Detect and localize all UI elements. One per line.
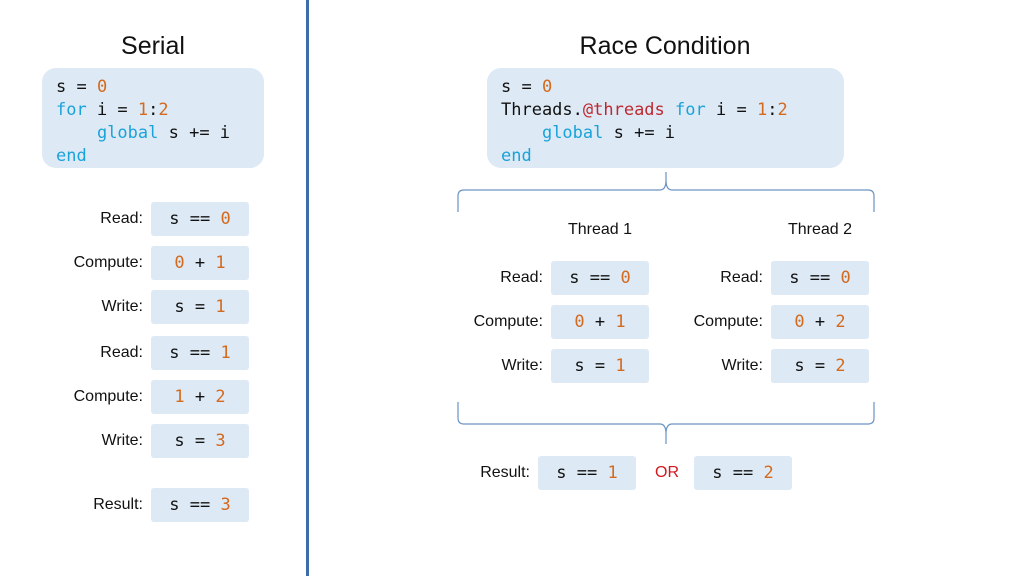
race-title: Race Condition	[579, 32, 751, 60]
serial-title: Serial	[121, 32, 185, 60]
bottom-brace	[457, 402, 875, 444]
race-result-option-2: s == 2	[694, 456, 792, 490]
thread2-step-box: 0 + 2	[771, 305, 869, 339]
thread2-step-label: Compute:	[693, 313, 763, 330]
race-result-label: Result:	[480, 464, 530, 481]
serial-code-block: s = 0 for i = 1:2 global s += i end	[42, 68, 264, 168]
thread2-step-box: s == 0	[771, 261, 869, 295]
serial-step-label: Read:	[100, 210, 143, 227]
serial-step-box: s = 3	[151, 424, 249, 458]
thread1-step-box: s == 0	[551, 261, 649, 295]
serial-step-box: s == 1	[151, 336, 249, 370]
serial-result-label: Result:	[93, 496, 143, 513]
or-label: OR	[655, 464, 679, 481]
serial-step-label: Write:	[101, 298, 143, 315]
thread2-step-label: Read:	[720, 269, 763, 286]
serial-step-label: Compute:	[73, 254, 143, 271]
serial-step-box: s == 0	[151, 202, 249, 236]
serial-step-box: s = 1	[151, 290, 249, 324]
thread2-step-label: Write:	[721, 357, 763, 374]
thread1-title: Thread 1	[567, 221, 633, 238]
serial-result-box: s == 3	[151, 488, 249, 522]
top-brace	[457, 172, 875, 212]
thread2-step-box: s = 2	[771, 349, 869, 383]
thread1-step-label: Write:	[501, 357, 543, 374]
thread1-step-label: Compute:	[473, 313, 543, 330]
thread1-step-label: Read:	[500, 269, 543, 286]
serial-step-label: Compute:	[73, 388, 143, 405]
serial-step-box: 0 + 1	[151, 246, 249, 280]
section-divider	[306, 0, 309, 576]
serial-step-box: 1 + 2	[151, 380, 249, 414]
race-code-block: s = 0 Threads.@threads for i = 1:2 globa…	[487, 68, 844, 168]
serial-step-label: Write:	[101, 432, 143, 449]
race-result-option-1: s == 1	[538, 456, 636, 490]
thread1-step-box: 0 + 1	[551, 305, 649, 339]
thread1-step-box: s = 1	[551, 349, 649, 383]
thread2-title: Thread 2	[787, 221, 853, 238]
serial-step-label: Read:	[100, 344, 143, 361]
